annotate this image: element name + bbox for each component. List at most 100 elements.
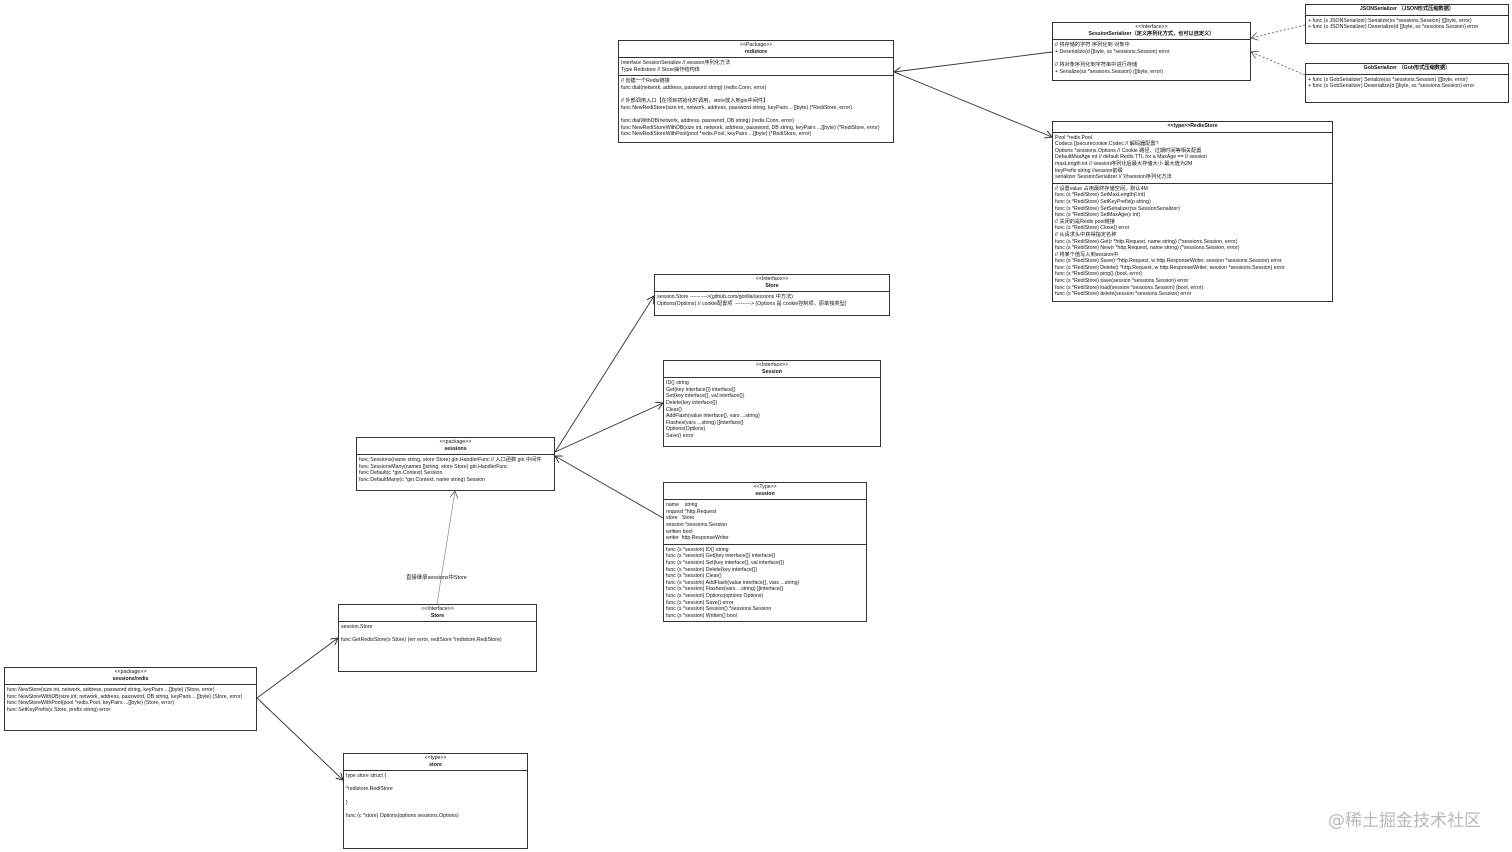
- gob-serializer-box: GobSerializer （Gob形式压缩数据） + func (s GobSe…: [1305, 63, 1509, 103]
- member-line: func (s *RediStore) SetMaxAge(v int): [1055, 212, 1141, 219]
- member-line: // 创建一个Redis链接: [621, 78, 670, 85]
- member-line: serializer SessionSerializer // 对session…: [1055, 174, 1172, 181]
- member-line: + Serialize(ss *sessions.Session) ([]byt…: [1055, 68, 1163, 75]
- member-line: func (s *RediStore) save(session *sessio…: [1055, 278, 1189, 285]
- box-header: <<Interface>>Store: [339, 605, 536, 623]
- member-line: func NewStoreWithDB(size int, network, a…: [7, 693, 243, 700]
- box-section: session.Store ---------->(github.com/gor…: [655, 292, 889, 309]
- member-line: store Store: [666, 515, 695, 522]
- box-name: <<type>>RedisStore: [1167, 123, 1218, 129]
- member-line: func (s *session) Options(options Option…: [666, 592, 764, 599]
- box-name: GobSerializer （Gob形式压缩数据）: [1363, 65, 1451, 71]
- member-line: func DefaultMany(c *gin.Context, name st…: [359, 476, 485, 483]
- member-line: func (s *session) Flashes(vars ...string…: [666, 586, 784, 593]
- member-line: func (s *RediStore) SetSerializer(ss Ses…: [1055, 205, 1180, 212]
- member-line: // 从请求头中获得指定名称: [1055, 231, 1117, 238]
- member-line: func NewStore(size int, network, address…: [7, 687, 215, 694]
- box-section: + func (s JSONSerializer) Serialize(ss *…: [1306, 16, 1508, 33]
- member-line: Options(Options): [666, 426, 706, 433]
- box-name: Store: [765, 282, 779, 289]
- box-name: JSONSerializer （JSON形式压缩数据）: [1359, 6, 1455, 12]
- box-header: <<Interface>>Session: [664, 361, 880, 379]
- box-header: <<package>>sessions/redis: [5, 668, 256, 686]
- member-line: func dialWithDB(network, address, passwo…: [621, 117, 794, 124]
- member-line: func (s *RediStore) load(session *sessio…: [1055, 284, 1204, 291]
- member-line: session.Store: [341, 624, 373, 631]
- box-header: <<type>>RedisStore: [1053, 122, 1332, 133]
- box-header: <<Package>>redistore: [619, 41, 893, 59]
- member-line: Type Redistore // Store操作结构体: [621, 66, 700, 73]
- member-line: // 设置value 占用最终存储空间，默认4M: [1055, 185, 1148, 192]
- edge-redistore-to-serializer: [894, 51, 1053, 72]
- member-line: // 关闭的是Redis pool链接: [1055, 218, 1115, 225]
- box-section: func Sessions(name string, store Store) …: [357, 455, 554, 485]
- inherit-edge-label: 直接继承sessions中Store: [406, 575, 467, 581]
- box-name: SessionSerializer（定义序列化方式，也可以自定义）: [1088, 30, 1215, 37]
- edge-redis-pkg-to-store-type: [256, 697, 343, 780]
- stereotype-label: <<package>>: [114, 669, 147, 675]
- member-line: func (s *RediStore) SetMaxLength(l int): [1055, 192, 1146, 199]
- member-line: func Default(c *gin.Context) Session: [359, 470, 443, 477]
- box-header: <<Interface>>SessionSerializer（定义序列化方式，也…: [1053, 23, 1250, 41]
- member-line: [1055, 55, 1248, 62]
- stereotype-label: <<type>>: [424, 755, 447, 761]
- member-line: func Sessions(name string, store Store) …: [359, 457, 542, 464]
- member-line: func NewStoreWithPool(pool *redis.Pool, …: [7, 700, 174, 707]
- edge-sessions-to-store-iface: [554, 296, 654, 453]
- box-section: func NewStore(size int, network, address…: [5, 685, 256, 715]
- member-line: func dial(network, address, password str…: [621, 84, 767, 91]
- edge-redistore-to-redisstore: [893, 71, 1052, 137]
- member-line: [341, 631, 534, 638]
- member-line: type store struct {: [346, 773, 387, 780]
- member-line: func (c *store) Options(options sessions…: [346, 812, 459, 819]
- box-header: JSONSerializer （JSON形式压缩数据）: [1306, 5, 1508, 16]
- member-line: written bool: [666, 528, 693, 535]
- box-name: sessions: [444, 445, 467, 452]
- member-line: writer http.ResponseWriter: [666, 535, 729, 542]
- member-line: AddFlash(value interface{}, vars ...stri…: [666, 413, 760, 420]
- stereotype-label: <<Interface>>: [755, 276, 789, 282]
- box-header: <<type>>store: [344, 754, 527, 772]
- member-line: // 将某个值写入到session中: [1055, 251, 1119, 258]
- member-line: func (s *session) Get(key interface{}) i…: [666, 553, 776, 560]
- edge-gob-to-serializer: [1251, 52, 1306, 76]
- member-line: Codecs []securecookie.Codec // 解码器配置?: [1055, 141, 1159, 148]
- member-line: func (s *session) ID() string: [666, 546, 729, 553]
- stereotype-label: <<Type>>: [753, 484, 777, 490]
- box-name: Store: [430, 612, 445, 619]
- box-header: <<Type>>session: [664, 483, 866, 501]
- stereotype-label: <<Interface>>: [421, 606, 454, 612]
- edge-sessions-to-session-iface: [554, 403, 663, 453]
- member-line: Flashes(vars ...string) []interface{}: [666, 419, 744, 426]
- member-line: [346, 806, 525, 813]
- member-line: maxLength int // session序列化后最大存储大小 最大值为2…: [1055, 160, 1193, 167]
- member-line: func (s *session) Written() bool: [666, 612, 737, 619]
- watermark: @稀土掘金技术社区: [1328, 811, 1481, 831]
- member-line: func (s *RediStore) Delete(r *http.Reque…: [1055, 264, 1285, 271]
- member-line: // 外部调用入口【在项目初始化时调用，store放入到gin中间件】: [621, 98, 769, 105]
- member-line: func (s *session) Save() error: [666, 599, 734, 606]
- member-line: func (s *session) Session() *sessions.Se…: [666, 606, 772, 613]
- member-line: func SessionsMany(names []string, store …: [359, 463, 508, 470]
- member-line: DefaultMaxAge int // default Redis TTL f…: [1055, 154, 1207, 161]
- box-header: <<Interface>>Store: [655, 275, 889, 293]
- member-line: keyPrefix string //session前缀: [1055, 167, 1123, 174]
- member-line: request *http.Request: [666, 508, 717, 515]
- member-line: Interface SessionSerialize // session序列化…: [621, 60, 731, 67]
- member-line: [346, 793, 525, 800]
- box-section: + func (s GobSerializer) Serialize(ss *s…: [1306, 75, 1508, 92]
- member-line: func SetKeyPrefix(s Store, prefix string…: [7, 706, 111, 713]
- member-line: + func (s JSONSerializer) Deserialize(d …: [1308, 24, 1479, 31]
- member-line: func NewRediStore(size int, network, add…: [621, 104, 852, 111]
